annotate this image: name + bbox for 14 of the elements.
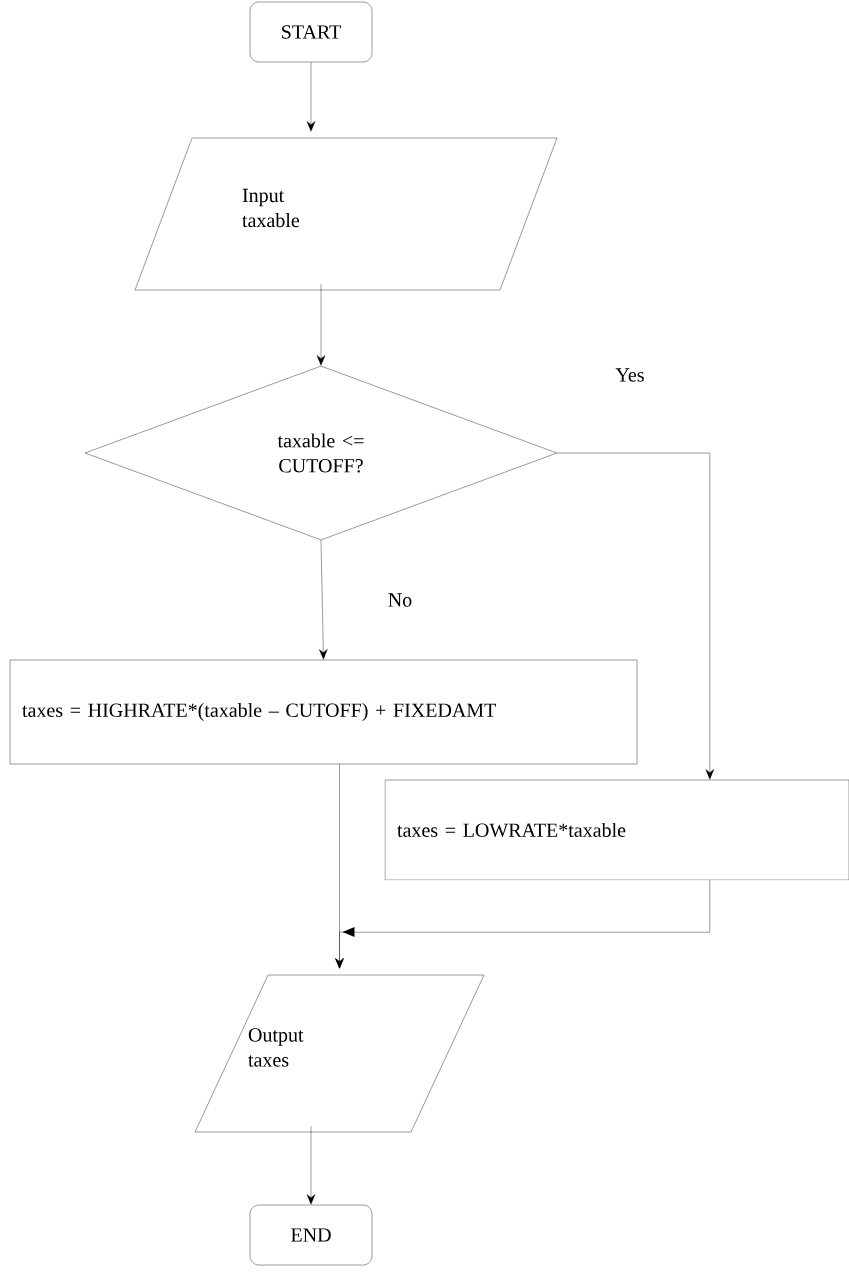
io-parallelogram: Input taxable bbox=[134, 137, 558, 291]
terminal-box: START bbox=[249, 1, 373, 63]
arrow bbox=[557, 452, 715, 780]
edge-label: No bbox=[385, 591, 415, 609]
terminal-box: END bbox=[249, 1204, 373, 1266]
arrow bbox=[316, 284, 326, 366]
process-box: taxes = LOWRATE*taxable bbox=[384, 779, 849, 881]
arrow bbox=[306, 62, 316, 132]
arrow bbox=[306, 1126, 316, 1205]
arrow bbox=[335, 880, 710, 969]
process-box: taxes = HIGHRATE*(taxable – CUTOFF) + FIXEDAMT bbox=[9, 659, 638, 765]
io-parallelogram: Output taxes bbox=[194, 974, 485, 1133]
arrow bbox=[319, 540, 328, 660]
edge-label: Yes bbox=[613, 366, 647, 384]
